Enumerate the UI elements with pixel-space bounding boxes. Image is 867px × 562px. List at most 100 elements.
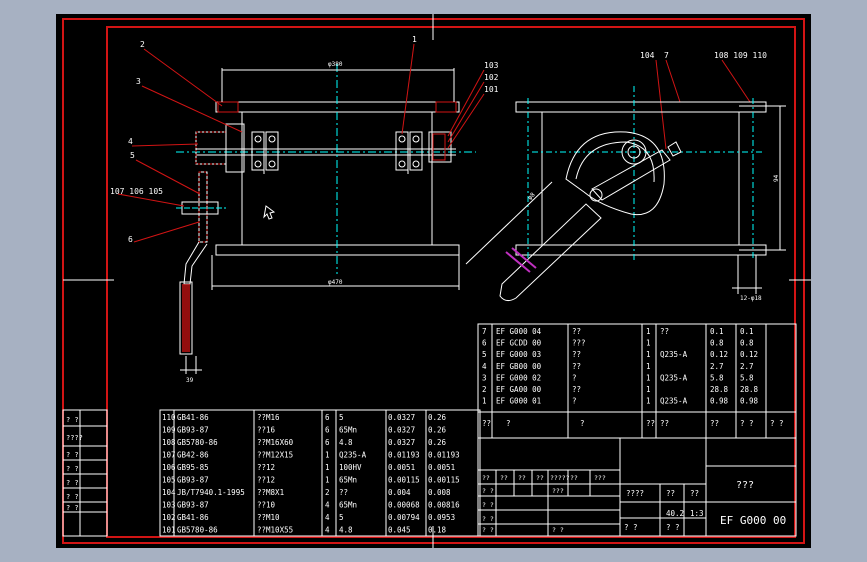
parts-top-cell-code: EF GB00 00: [496, 362, 542, 371]
parts-left-cell-no: 106: [162, 463, 176, 472]
handle-grip: [179, 281, 193, 355]
handle-bend: [183, 241, 208, 285]
parts-top-cell-total: 0.1: [740, 327, 754, 336]
parts-top-cell-code: EF G000 04: [496, 327, 542, 336]
label-102: 102: [484, 73, 499, 82]
parts-left-cell-unit: 0.01193: [388, 451, 420, 460]
bearing-hatch-right: [432, 133, 446, 161]
design-cell: ? ?: [482, 501, 494, 509]
revision-cell: ??: [536, 474, 544, 482]
parts-top-cell-unit: 0.98: [710, 397, 729, 406]
revision-cells: ??????????????????: [482, 474, 606, 482]
parts-left-cell-unit: 0.0051: [388, 463, 415, 472]
parts-top-cell-code: EF GCDD 00: [496, 339, 542, 348]
parts-left-cell-no: 110: [162, 413, 176, 422]
parts-top-cell-qty: 1: [646, 339, 651, 348]
sheet-number: ? ?: [666, 523, 680, 532]
parts-left-cell-code: GB93-87: [177, 426, 209, 435]
parts-top-header-cell: ? ?: [770, 419, 784, 428]
parts-left-cell-code: GB41-86: [177, 413, 209, 422]
stage-label: ????: [626, 489, 644, 498]
side-handle: [499, 203, 602, 302]
bearing-housing-left: [225, 123, 245, 173]
revision-panel-cell: ? ?: [66, 493, 79, 501]
top-flange-hatch-r: [435, 101, 457, 113]
parts-left-cell-qty: 6: [325, 413, 330, 422]
parts-left-cell-mat: 5: [339, 413, 344, 422]
parts-left-cell-total: 0.18: [428, 526, 447, 535]
parts-left-cell-total: 0.26: [428, 426, 447, 435]
callouts: 2 3 4 5 107 106 105 6 1 103 102 101 104 …: [110, 35, 780, 384]
cam-slot: [575, 141, 655, 183]
parts-left-cell-name: ??M8X1: [257, 488, 284, 497]
design-cell: ? ?: [482, 526, 494, 534]
label-108-110: 108 109 110: [714, 51, 767, 60]
top-flange-hatch: [217, 101, 239, 113]
parts-top-cell-qty: 1: [646, 397, 651, 406]
grease-nipple: [667, 141, 682, 157]
parts-top-cell-qty: 1: [646, 327, 651, 336]
parts-left-cell-unit: 0.045: [388, 526, 411, 535]
cad-viewport[interactable]: 2 3 4 5 107 106 105 6 1 103 102 101 104 …: [56, 14, 811, 548]
parts-left-cell-qty: 2: [325, 488, 330, 497]
parts-left-cell-name: ??M16: [257, 413, 280, 422]
parts-top-cell-code: EF G000 01: [496, 397, 541, 406]
parts-top-cell-mat: Q235-A: [660, 350, 688, 359]
parts-top-cell-unit: 28.8: [710, 385, 729, 394]
parts-top-cell-name: ?: [572, 373, 577, 382]
revision-panel: ? ?????? ?? ?? ?? ?? ?: [66, 416, 83, 512]
lever-hatch: [198, 171, 208, 243]
parts-left-cell-no: 107: [162, 451, 176, 460]
side-view: [465, 86, 786, 302]
parts-left-cell-qty: 1: [325, 463, 330, 472]
parts-top-cell-name: ?: [572, 397, 577, 406]
parts-left-cell-mat: 65Mn: [339, 501, 357, 510]
parts-left-cell-name: ??M10X55: [257, 526, 293, 535]
parts-left-cell-qty: 4: [325, 501, 330, 510]
parts-left-cell-mat: 65Mn: [339, 426, 357, 435]
revision-panel-cell: ? ?: [66, 465, 79, 473]
parts-left-cell-total: 0.0051: [428, 463, 455, 472]
label-104: 104: [640, 51, 655, 60]
dim-top-text: φ380: [328, 61, 343, 68]
parts-left-cell-mat: ??: [339, 488, 348, 497]
parts-left-cell-no: 104: [162, 488, 176, 497]
revision-cell: ???: [594, 474, 606, 482]
dim-flange-text: 12-φ18: [740, 295, 762, 302]
revision-cell: ??: [518, 474, 526, 482]
parts-top-cell-unit: 0.8: [710, 339, 724, 348]
revision-panel-cell: ? ?: [66, 416, 79, 424]
parts-left-cell-mat: 4.8: [339, 526, 353, 535]
parts-top-header-cell: ?: [506, 419, 511, 428]
parts-top-cell-qty: 1: [646, 385, 651, 394]
parts-left-cell-unit: 0.004: [388, 488, 411, 497]
parts-top-cell-no: 6: [482, 339, 487, 348]
label-4: 4: [128, 137, 133, 146]
cam-plate: [565, 131, 665, 216]
side-top-flange: [515, 101, 767, 113]
parts-left-cell-code: GB93-87: [177, 476, 209, 485]
label-6: 6: [128, 235, 133, 244]
parts-top-cell-mat: Q235-A: [660, 373, 688, 382]
bearing-housing-right: [428, 131, 452, 163]
design-cell: ? ?: [552, 526, 564, 534]
title-block: ??? EF G000 00 40.2 1:3 ???? ?? ?? ? ? ?…: [624, 480, 786, 532]
parts-top-cell-mat: ??: [660, 327, 669, 336]
revision-cell: ?????: [550, 474, 570, 482]
bushing-left: [195, 131, 227, 165]
parts-top-cell-name: ???: [572, 339, 586, 348]
parts-left-cell-unit: 0.00068: [388, 501, 420, 510]
parts-top-cell-code: EF G000 03: [496, 350, 541, 359]
parts-left-cell-total: 0.26: [428, 438, 447, 447]
label-107-105: 107 106 105: [110, 187, 163, 196]
engineering-drawing: 2 3 4 5 107 106 105 6 1 103 102 101 104 …: [62, 14, 811, 548]
parts-left-cell-unit: 0.0327: [388, 438, 415, 447]
parts-top-cell-unit: 2.7: [710, 362, 724, 371]
parts-top-cell-total: 28.8: [740, 385, 759, 394]
parts-left-cell-no: 101: [162, 526, 176, 535]
parts-left-cell-code: JB/T7940.1-1995: [177, 488, 245, 497]
revision-cell: ??: [570, 474, 578, 482]
handle-grip-hatch: [182, 284, 190, 352]
parts-left-cell-unit: 0.00794: [388, 513, 420, 522]
